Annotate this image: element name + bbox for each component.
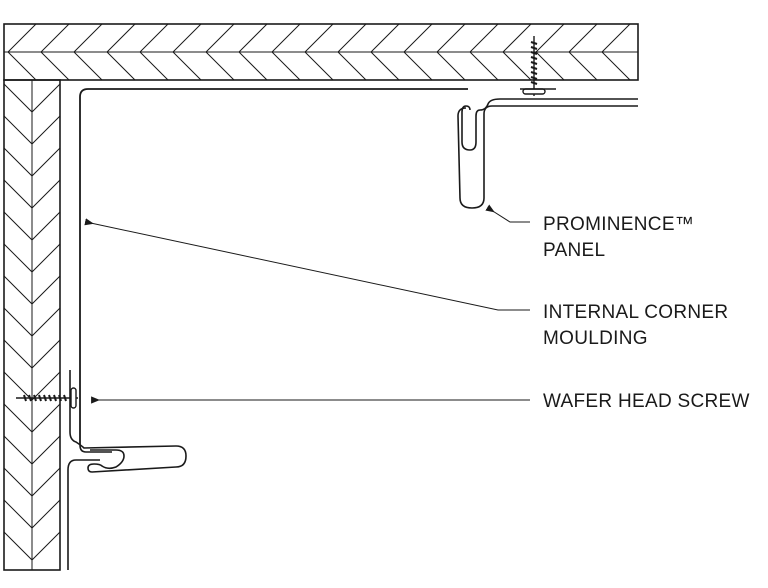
moulding-leader <box>84 218 530 311</box>
prominence-panel <box>457 98 638 209</box>
moulding-label: INTERNAL CORNER MOULDING <box>543 300 728 352</box>
moulding-label-line2: MOULDING <box>543 328 648 349</box>
wall-substrate <box>3 79 61 571</box>
panel-label: PROMINENCE™ PANEL <box>543 212 694 264</box>
ceiling-substrate <box>3 23 639 81</box>
screw-label: WAFER HEAD SCREW <box>543 389 750 415</box>
wafer-head-screw-wall <box>16 387 78 409</box>
moulding-label-line1: INTERNAL CORNER <box>543 302 729 323</box>
screw-label-line1: WAFER HEAD SCREW <box>543 391 750 412</box>
panel-label-line1: PROMINENCE™ <box>543 214 695 235</box>
leader-lines <box>84 204 530 404</box>
internal-corner-moulding <box>79 88 468 445</box>
panel-label-line2: PANEL <box>543 240 606 261</box>
wafer-head-screw-ceiling <box>520 36 556 96</box>
moulding-wall-clip <box>67 370 187 570</box>
panel-leader <box>485 204 530 223</box>
